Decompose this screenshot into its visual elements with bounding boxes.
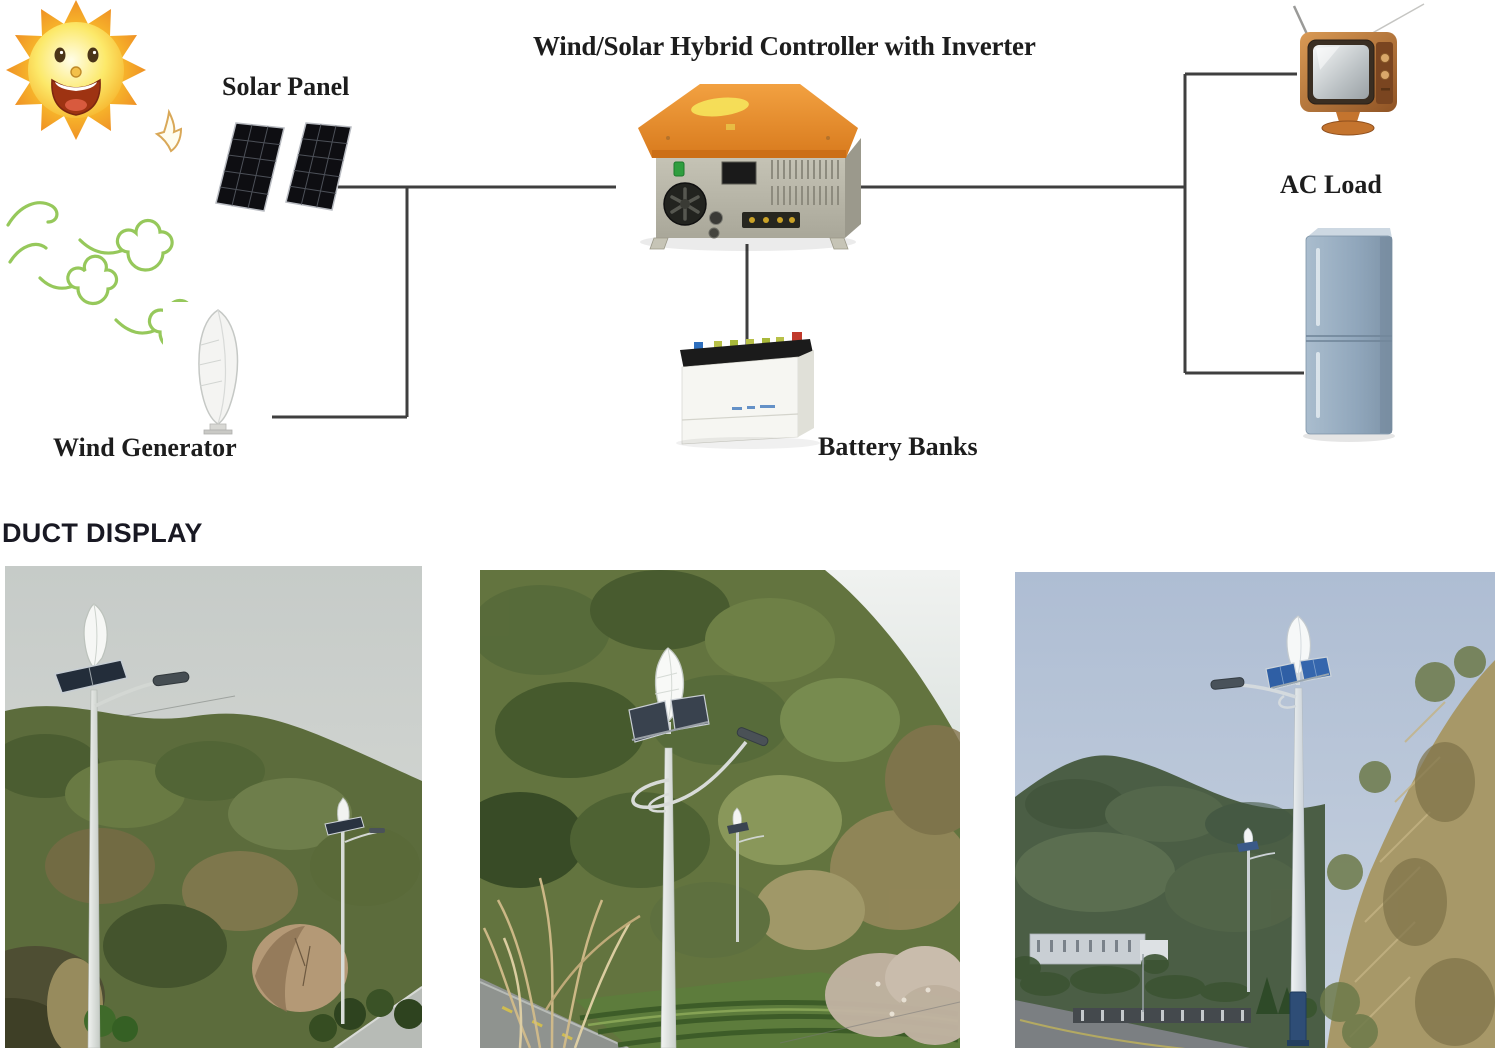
street-light-far <box>324 797 385 1024</box>
street-light-main <box>1210 615 1332 1046</box>
photo-street-light-green-mountain <box>480 570 960 1048</box>
dry-slope <box>1320 646 1495 1048</box>
street-light-far <box>1237 827 1276 992</box>
battery-banks-label: Battery Banks <box>818 432 978 461</box>
dried-grass <box>482 877 641 1048</box>
blossom-tree <box>825 946 960 1045</box>
solar-panel <box>215 122 352 212</box>
sunlight-arrow-icon <box>154 108 183 153</box>
rock <box>252 924 348 1012</box>
photo-street-light-rock-hill <box>5 566 422 1048</box>
diagram-title: Wind/Solar Hybrid Controller with Invert… <box>533 31 1036 61</box>
wind-generator-label: Wind Generator <box>53 433 237 462</box>
television <box>1292 3 1425 136</box>
connector-lines <box>272 72 1304 419</box>
solar-panel-label: Solar Panel <box>222 72 350 101</box>
sun-icon <box>6 0 146 140</box>
guardrail <box>1073 1008 1251 1023</box>
street-light-far <box>727 807 765 942</box>
product-display-heading: DUCT DISPLAY <box>2 518 203 548</box>
system-diagram <box>6 0 1425 449</box>
battery-bank <box>676 332 820 449</box>
vertical-axis-wind-turbine <box>163 302 272 435</box>
hybrid-controller-with-inverter <box>638 84 861 251</box>
photo-street-light-road-valley <box>1015 572 1495 1048</box>
street-light-main <box>628 647 769 1048</box>
sky <box>825 570 960 742</box>
street-light-main <box>53 603 190 1048</box>
buildings <box>1029 933 1168 965</box>
refrigerator <box>1303 228 1395 442</box>
ac-load-label: AC Load <box>1280 170 1382 199</box>
road <box>480 978 630 1048</box>
